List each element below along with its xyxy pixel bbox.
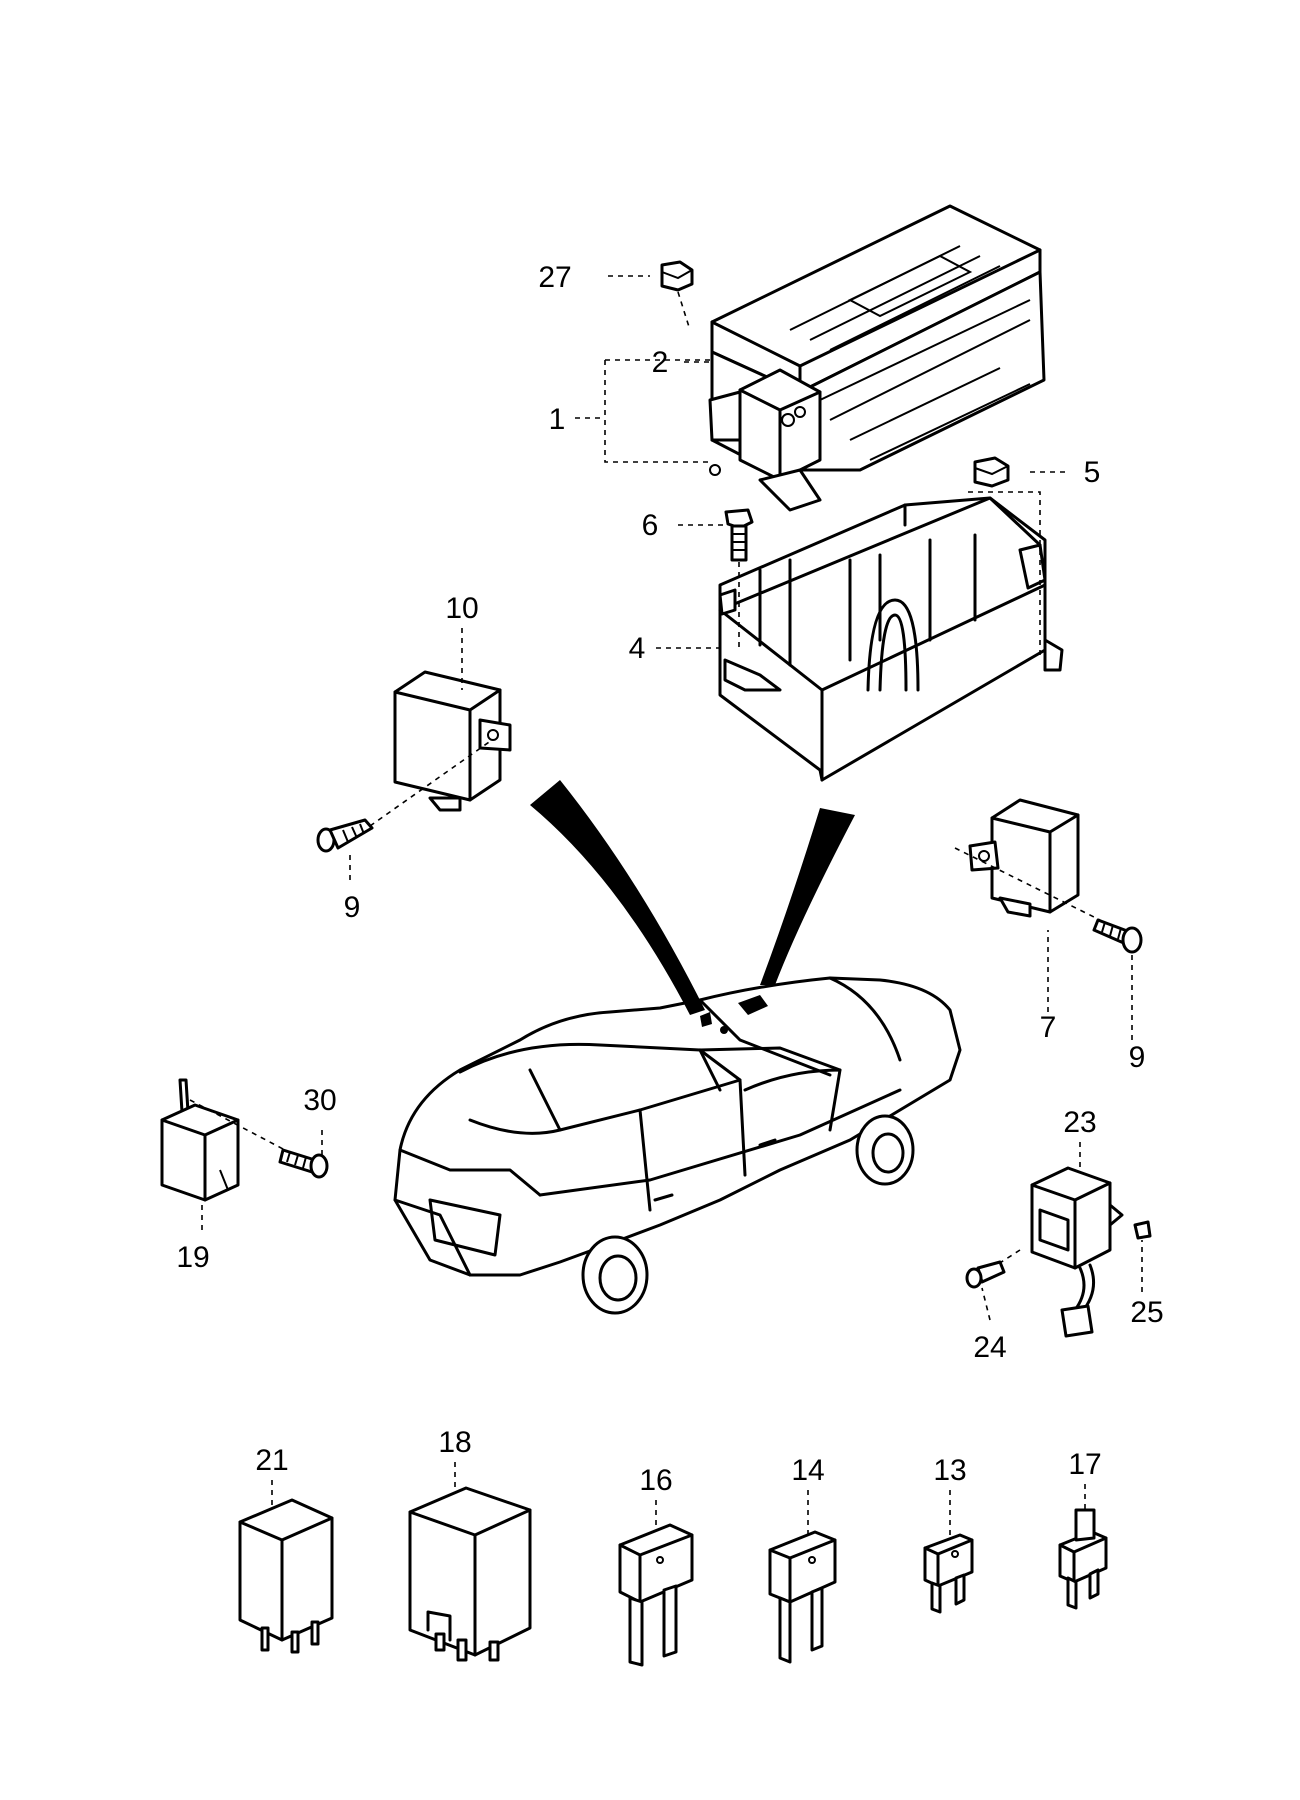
relay-18 xyxy=(408,1486,532,1662)
callout-16: 16 xyxy=(639,1464,672,1497)
relay-19 xyxy=(160,1078,286,1202)
mini-fuse-13 xyxy=(923,1533,974,1614)
fuse-box-base xyxy=(718,496,1064,782)
callout-17: 17 xyxy=(1068,1448,1101,1481)
callout-6: 6 xyxy=(642,509,659,542)
bolt-6-drawing xyxy=(724,508,754,650)
callout-2: 2 xyxy=(652,346,669,379)
relay-21 xyxy=(238,1498,334,1654)
maxi-fuse-14 xyxy=(768,1530,837,1664)
relay-module-10 xyxy=(369,670,512,827)
callout-7: 7 xyxy=(1040,1011,1057,1044)
callout-18: 18 xyxy=(438,1426,471,1459)
screw-9-left-drawing xyxy=(316,818,374,853)
screw-24-drawing xyxy=(965,1260,1006,1289)
callout-24: 24 xyxy=(973,1331,1006,1364)
callout-10: 10 xyxy=(445,592,478,625)
nut-5-drawing xyxy=(968,456,1041,520)
callout-27: 27 xyxy=(538,261,571,294)
car-illustration xyxy=(393,780,962,1315)
callout-13: 13 xyxy=(933,1454,966,1487)
callout-25: 25 xyxy=(1130,1296,1163,1329)
callout-9-right: 9 xyxy=(1129,1041,1146,1074)
callout-4: 4 xyxy=(629,632,646,665)
callout-5: 5 xyxy=(1084,456,1101,489)
screw-9-right-drawing xyxy=(1092,918,1143,954)
fuse-box-cover xyxy=(708,204,1046,512)
callout-9-left: 9 xyxy=(344,891,361,924)
screw-30-drawing xyxy=(278,1148,329,1179)
fuse-holder-17 xyxy=(1058,1508,1108,1610)
nut-27-drawing xyxy=(660,260,694,331)
maxi-fuse-16 xyxy=(618,1523,694,1667)
callout-1: 1 xyxy=(549,403,566,436)
relay-module-7 xyxy=(954,798,1101,921)
leader-lines xyxy=(201,275,1143,1536)
callout-labels: 27 2 1 5 6 4 10 9 7 9 30 19 23 25 24 21 … xyxy=(176,261,1163,1497)
callout-23: 23 xyxy=(1063,1106,1096,1139)
control-unit-23 xyxy=(991,1166,1152,1338)
callout-21: 21 xyxy=(255,1444,288,1477)
callout-19: 19 xyxy=(176,1241,209,1274)
callout-14: 14 xyxy=(791,1454,824,1487)
callout-30: 30 xyxy=(303,1084,336,1117)
